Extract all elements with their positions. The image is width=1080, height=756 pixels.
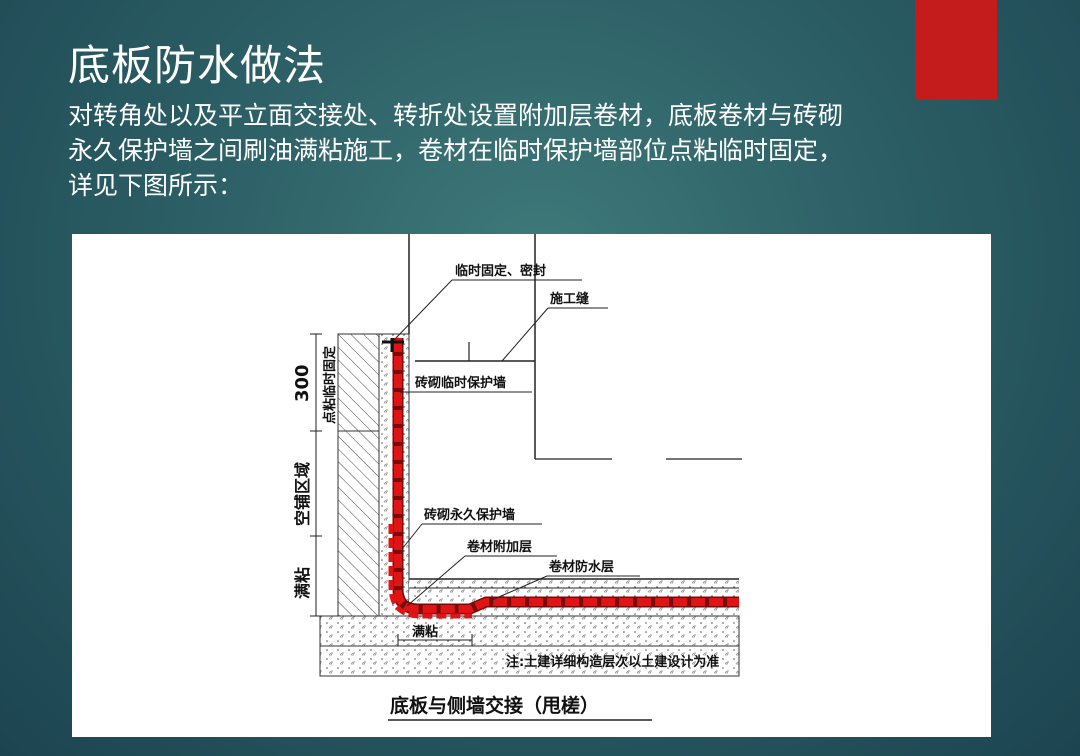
waterproof-detail-diagram: 300 点粘临时固定 空铺区域 满粘 满粘 临时固定、密封 施工缝 砖砌临时保护… [72, 234, 991, 737]
label-temp-protect-wall: 砖砌临时保护墙 [415, 375, 506, 391]
label-perm-protect-wall: 砖砌永久保护墙 [424, 507, 515, 523]
slide-body: 对转角处以及平立面交接处、转折处设置附加层卷材，底板卷材与砖砌 永久保护墙之间刷… [68, 98, 1008, 203]
slide-title: 底板防水做法 [68, 41, 327, 90]
diagram-caption: 底板与侧墙交接（甩槎） [390, 694, 599, 717]
label-extra-layer: 卷材附加层 [467, 539, 532, 555]
leader-waterproof [491, 575, 548, 601]
accent-tab [915, 0, 997, 100]
label-construction-joint: 施工缝 [550, 291, 589, 307]
temp-fix-clip [382, 338, 404, 352]
leader-extra-layer [406, 555, 466, 607]
dim-full-bond: 满粘 [293, 567, 312, 599]
dim-spot-bond: 点粘临时固定 [322, 346, 338, 424]
dim-300: 300 [292, 364, 313, 402]
diagram-note: 注:土建详细构造层次以土建设计为准 [506, 654, 719, 670]
waterproof-membrane-dash [394, 338, 739, 613]
hatched-zone [337, 333, 380, 617]
leader-temp-fix [393, 279, 453, 341]
leader-perm-wall [401, 523, 423, 550]
body-line-3: 详见下图所示： [68, 171, 244, 200]
body-line-1: 对转角处以及平立面交接处、转折处设置附加层卷材，底板卷材与砖砌 [68, 101, 844, 130]
additional-membrane-layer [388, 524, 472, 619]
leader-joint [501, 307, 549, 362]
body-line-2: 永久保护墙之间刷油满粘施工，卷材在临时保护墙部位点粘临时固定， [68, 136, 844, 165]
dim-empty-zone: 空铺区域 [293, 462, 312, 526]
label-full-bond-bottom: 满粘 [412, 624, 438, 640]
label-waterproof-layer: 卷材防水层 [549, 559, 614, 575]
label-temp-fix-seal: 临时固定、密封 [455, 263, 546, 279]
